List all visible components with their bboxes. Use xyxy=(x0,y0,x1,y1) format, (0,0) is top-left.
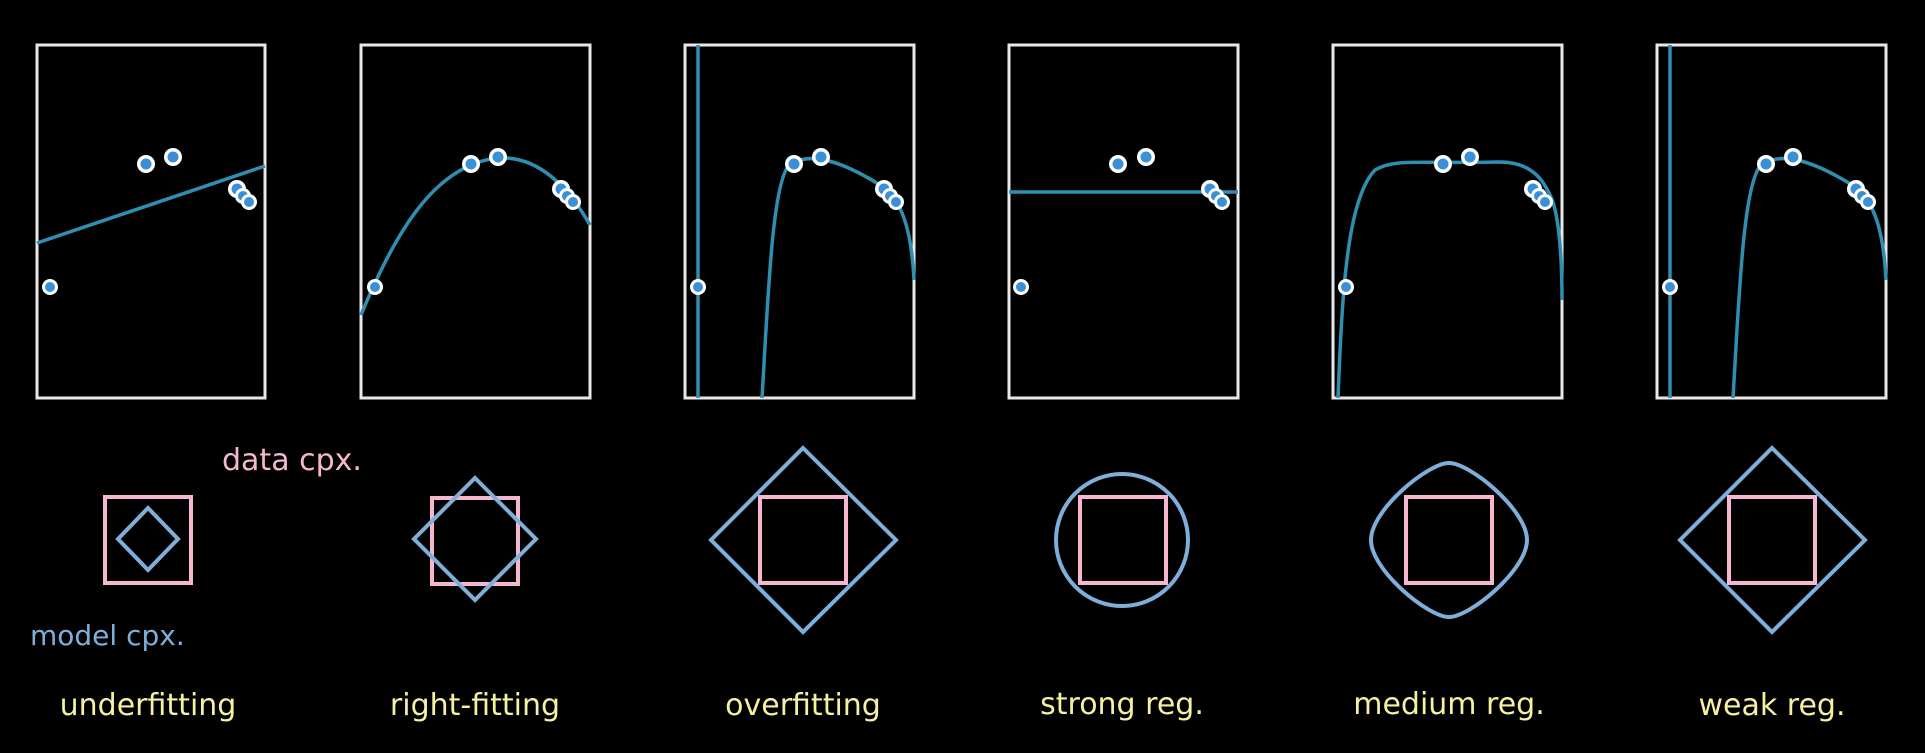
caption-medium-reg: medium reg. xyxy=(1353,687,1545,722)
data-points xyxy=(42,148,257,295)
caption-underfitting: underfitting xyxy=(60,688,237,723)
complexity-overfitting xyxy=(708,445,899,635)
complexity-weak-reg xyxy=(1677,445,1868,635)
panel-strong-reg xyxy=(1007,43,1240,400)
plot-frame xyxy=(35,43,267,400)
data-complexity-square xyxy=(103,495,193,585)
data-complexity-square xyxy=(430,496,520,586)
model-complexity-diamond xyxy=(411,475,539,603)
caption-right-fitting: right-fitting xyxy=(390,688,560,723)
fit-line xyxy=(36,164,266,245)
panel-weak-reg xyxy=(1655,43,1888,400)
model-complexity-diamond xyxy=(708,445,899,635)
caption-strong-reg: strong reg. xyxy=(1040,687,1204,722)
plot-frame xyxy=(1655,43,1888,400)
data-points xyxy=(1013,148,1230,295)
plot-frame xyxy=(1007,43,1240,400)
model-complexity-circle xyxy=(1054,472,1190,608)
panel-right-fitting xyxy=(359,43,592,400)
data-points xyxy=(1338,148,1553,295)
panel-underfitting xyxy=(35,43,267,400)
complexity-underfitting xyxy=(103,495,193,585)
legend-model-complexity: model cpx. xyxy=(30,619,185,652)
fit-curve xyxy=(760,156,916,399)
data-points xyxy=(1662,148,1876,295)
data-points xyxy=(367,148,581,295)
caption-overfitting: overfitting xyxy=(725,688,881,723)
plot-frame xyxy=(1331,43,1564,400)
model-complexity-rounded-diamond xyxy=(1368,460,1530,620)
data-complexity-square xyxy=(1078,495,1168,585)
model-complexity-diamond xyxy=(1677,445,1868,635)
data-complexity-square xyxy=(1404,495,1494,585)
plot-frame xyxy=(683,43,916,400)
legend-data-complexity: data cpx. xyxy=(222,443,362,478)
panel-overfitting xyxy=(683,43,916,400)
data-points xyxy=(690,148,904,295)
complexity-strong-reg xyxy=(1054,472,1190,608)
plot-frame xyxy=(359,43,592,400)
complexity-medium-reg xyxy=(1368,460,1530,620)
model-complexity-diamond xyxy=(115,505,181,573)
caption-weak-reg: weak reg. xyxy=(1699,688,1846,723)
data-complexity-square xyxy=(758,495,848,585)
fit-curve xyxy=(1731,156,1888,399)
data-complexity-square xyxy=(1727,495,1817,585)
panel-medium-reg xyxy=(1331,43,1564,400)
complexity-right-fitting xyxy=(411,475,539,603)
